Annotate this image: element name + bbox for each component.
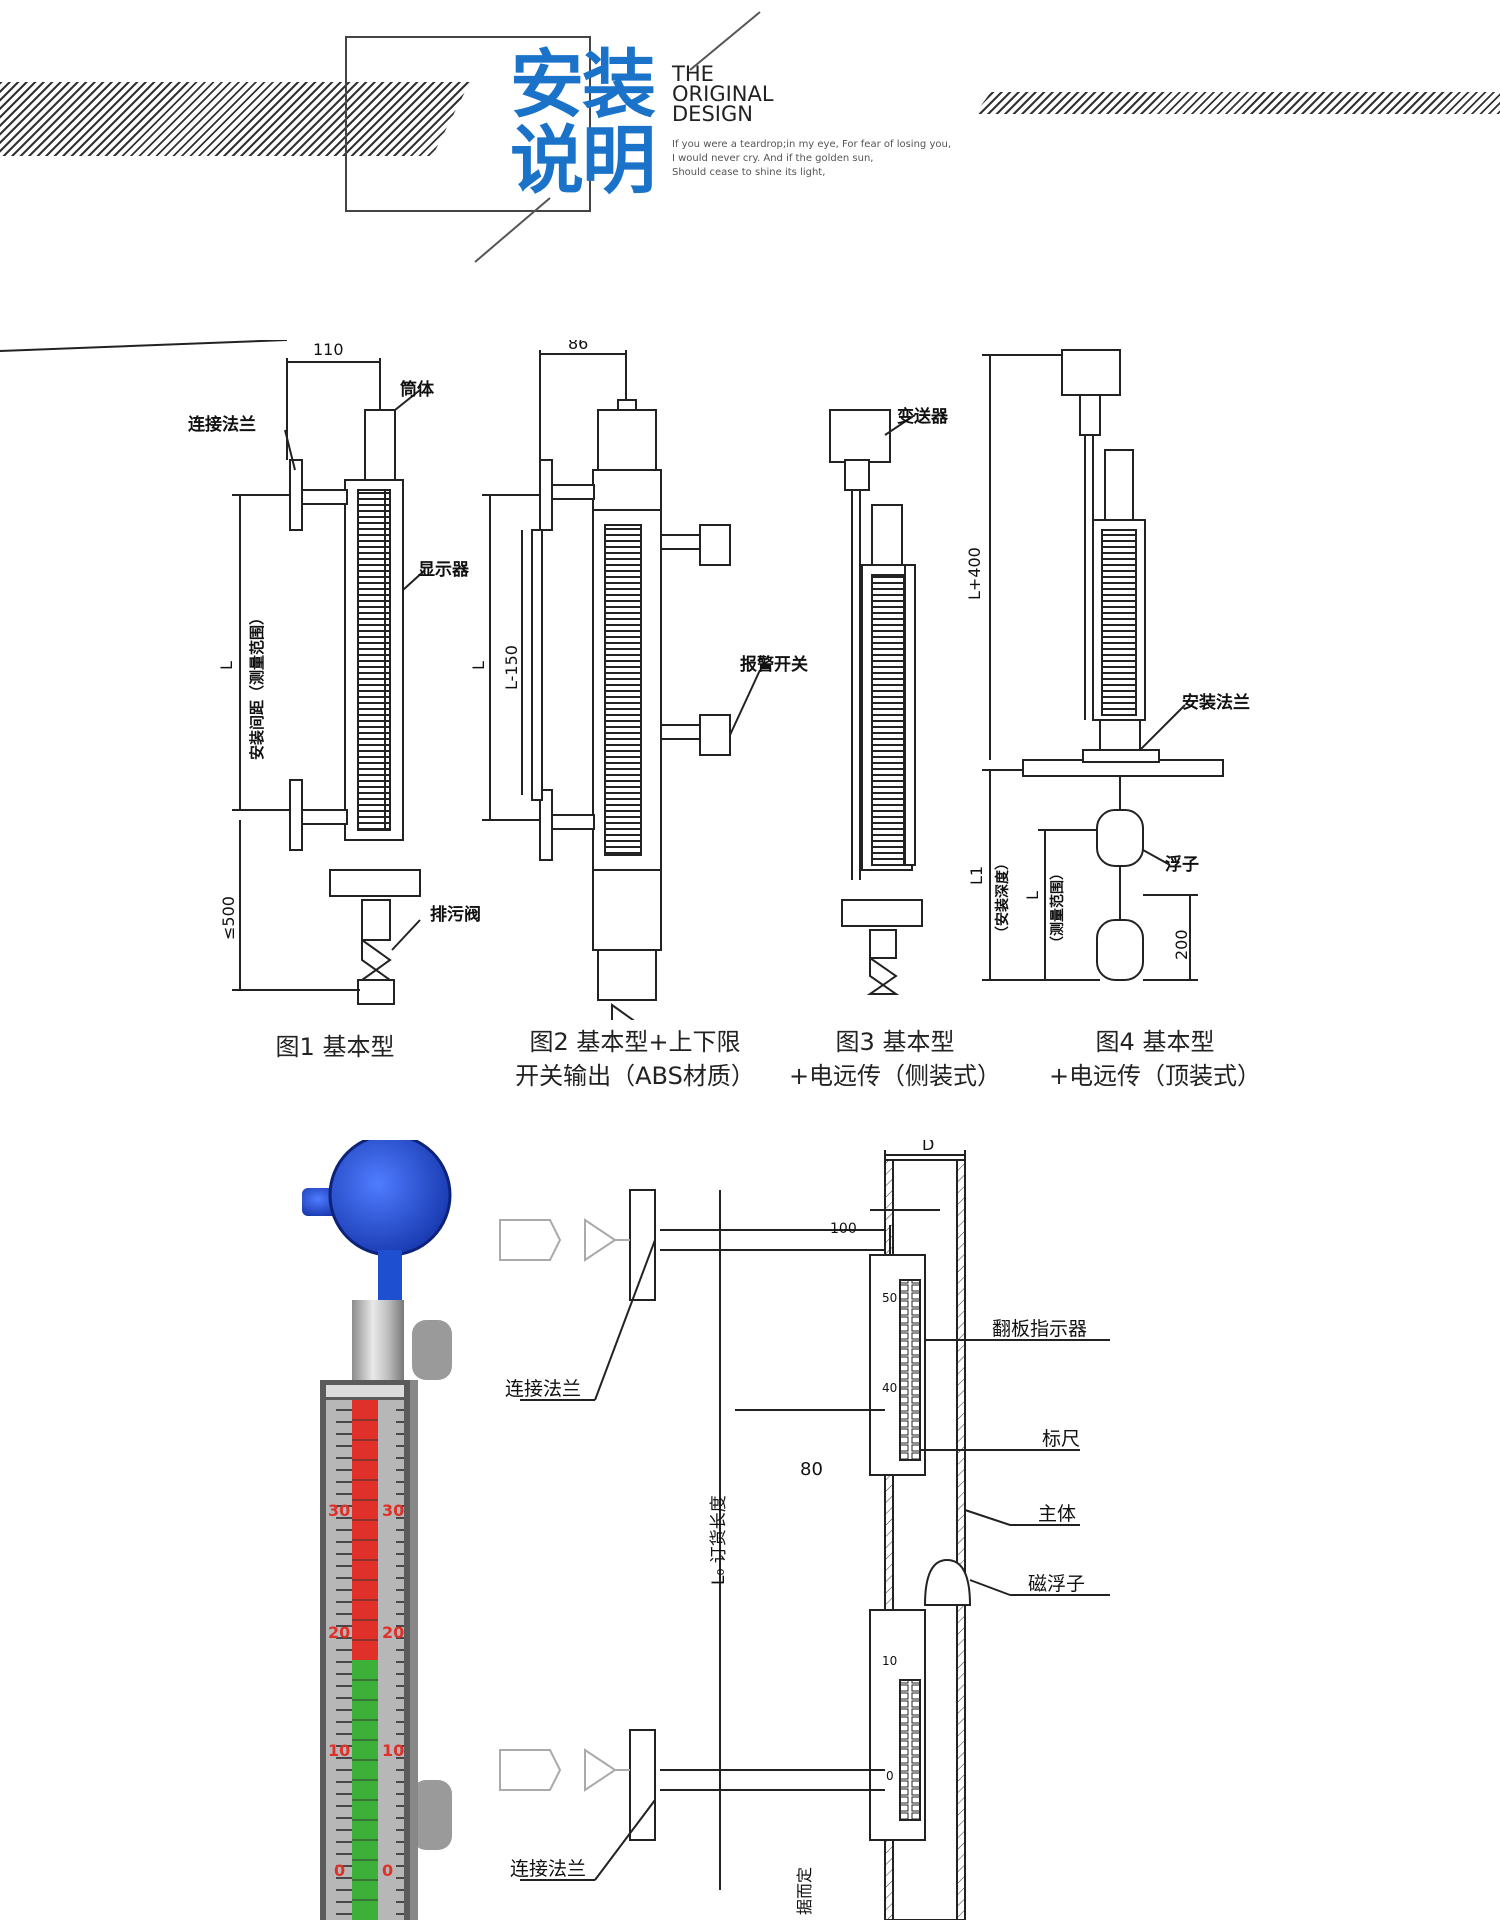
caption-line: 开关输出（ABS材质） <box>515 1062 755 1090</box>
header-hatch-right <box>975 92 1500 114</box>
label-determined: 据而定 <box>795 1867 814 1915</box>
label-flange-top: 连接法兰 <box>505 1378 581 1400</box>
scale-right-0: 0 <box>382 1861 393 1880</box>
fig1-range: 安装间距（测量范围） <box>248 610 266 760</box>
fig2-L150: L-150 <box>502 645 521 690</box>
fig2-dim-top: 86 <box>568 340 588 353</box>
caption-fig3: 图3 基本型 +电远传（侧装式） <box>775 1025 1015 1093</box>
figure-1 <box>0 340 426 1005</box>
ruler-0: 0 <box>886 1769 894 1783</box>
fig4-float-label: 浮子 <box>1165 854 1199 875</box>
scale-right-30: 30 <box>382 1501 404 1520</box>
subtitle: THE ORIGINAL DESIGN <box>672 62 774 126</box>
fig1-valve-label: 排污阀 <box>430 904 481 925</box>
caption-line: 图4 基本型 <box>1095 1028 1215 1056</box>
fig1-L: L <box>217 661 236 670</box>
caption-fig2: 图2 基本型+上下限 开关输出（ABS材质） <box>495 1025 775 1093</box>
scale-left-30: 30 <box>328 1501 350 1520</box>
tagline: If you were a teardrop;in my eye, For fe… <box>672 138 1032 180</box>
figure-3 <box>829 409 923 995</box>
header-frame <box>345 36 591 212</box>
caption-line: 图1 基本型 <box>275 1033 395 1061</box>
fig4-L: L <box>1023 891 1042 900</box>
section-drawing: D 100 80 50 40 10 0 连接法兰 连接法兰 翻板指示器 标尺 主… <box>499 1140 1110 1920</box>
tagline-line: Should cease to shine its light, <box>672 167 826 178</box>
figure-2 <box>482 350 761 1020</box>
caption-line: +电远传（侧装式） <box>788 1062 1002 1090</box>
fig4-install-depth: （安装深度） <box>994 856 1011 940</box>
caption-fig4: 图4 基本型 +电远传（顶装式） <box>1030 1025 1280 1093</box>
title-line1: 安装 <box>510 42 656 128</box>
fig1-flange-label: 连接法兰 <box>188 414 256 435</box>
fig4-L1: L1 <box>967 866 986 885</box>
fig1-tube-label: 筒体 <box>400 379 435 400</box>
fig4-dim-200: 200 <box>1172 929 1191 960</box>
dim-80: 80 <box>800 1459 823 1480</box>
subtitle-line: ORIGINAL <box>672 82 774 106</box>
caption-fig1: 图1 基本型 <box>250 1030 420 1064</box>
dim-100: 100 <box>830 1221 857 1237</box>
ruler-40: 40 <box>882 1381 897 1395</box>
scale-right-10: 10 <box>382 1741 404 1760</box>
label-body: 主体 <box>1038 1503 1076 1525</box>
fig1-display-label: 显示器 <box>418 560 470 580</box>
caption-line: 图3 基本型 <box>835 1028 955 1056</box>
ruler-50: 50 <box>882 1291 897 1305</box>
fig1-dim-top: 110 <box>313 340 344 359</box>
fig1-dim-bottom: ≤500 <box>219 896 238 940</box>
subtitle-line: DESIGN <box>672 102 753 126</box>
fig3-transmitter-label: 变送器 <box>897 406 949 427</box>
figure-4 <box>982 349 1224 981</box>
label-flip-indicator: 翻板指示器 <box>992 1318 1087 1340</box>
title-line2: 说明 <box>510 118 656 204</box>
tagline-line: If you were a teardrop;in my eye, For fe… <box>672 139 951 150</box>
scale-right-20: 20 <box>382 1623 404 1642</box>
header-diagonals <box>474 11 761 263</box>
figures-drawing: 110 筒体 连接法兰 显示器 排污阀 L 安装间距（测量范围） ≤500 86… <box>0 340 1250 1020</box>
label-flange-bottom: 连接法兰 <box>510 1858 586 1880</box>
label-float: 磁浮子 <box>1028 1573 1085 1595</box>
fig4-L400: L+400 <box>965 547 984 600</box>
scale-left-10: 10 <box>328 1741 350 1760</box>
ruler-10: 10 <box>882 1654 897 1668</box>
fig2-L: L <box>469 661 488 670</box>
fig2-alarm-label: 报警开关 <box>740 654 808 675</box>
label-ruler: 标尺 <box>1042 1428 1080 1450</box>
dim-D: D <box>922 1140 934 1154</box>
scale-left-20: 20 <box>328 1623 350 1642</box>
label-order-length: L₀ 订货长度 <box>709 1495 729 1585</box>
header-hatch-left <box>0 82 470 156</box>
scale-left-0: 0 <box>334 1861 345 1880</box>
caption-line: +电远传（顶装式） <box>1048 1062 1262 1090</box>
product-illustration: 30 30 20 20 10 10 0 0 <box>302 1140 452 1920</box>
subtitle-line: THE <box>672 62 714 86</box>
fig4-mount-flange-label: 安装法兰 <box>1182 692 1250 713</box>
tagline-line: I would never cry. And if the golden sun… <box>672 153 874 164</box>
caption-line: 图2 基本型+上下限 <box>529 1028 741 1056</box>
fig4-range: （测量范围） <box>1049 866 1066 950</box>
